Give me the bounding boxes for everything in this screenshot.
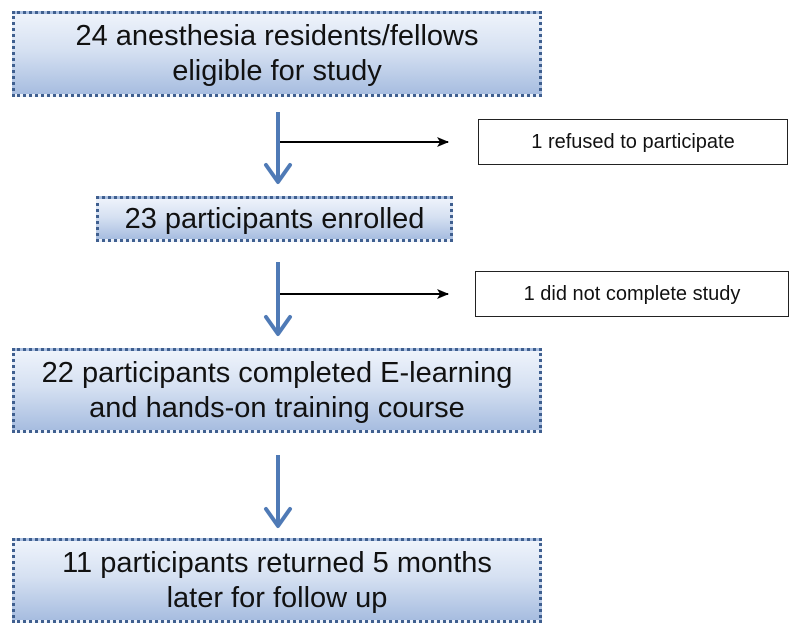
incomplete-label: 1 did not complete study	[523, 282, 741, 305]
followup-box: 11 participants returned 5 months later …	[12, 538, 542, 623]
down-arrow-3	[264, 455, 292, 528]
incomplete-box: 1 did not complete study	[475, 271, 789, 317]
eligible-box: 24 anesthesia residents/fellows eligible…	[12, 11, 542, 97]
completed-line-2: and hands-on training course	[89, 391, 465, 424]
refused-label: 1 refused to participate	[531, 130, 735, 153]
enrolled-label: 23 participants enrolled	[124, 202, 425, 235]
enrolled-box: 23 participants enrolled	[96, 196, 453, 242]
refused-box: 1 refused to participate	[478, 119, 788, 165]
eligible-line-2: eligible for study	[172, 55, 382, 87]
completed-box: 22 participants completed E-learning and…	[12, 348, 542, 433]
down-arrow-2	[264, 262, 292, 336]
followup-line-2: later for follow up	[166, 581, 388, 614]
down-arrow-1	[264, 112, 292, 184]
followup-line-1: 11 participants returned 5 months	[62, 546, 492, 579]
eligible-line-1: 24 anesthesia residents/fellows	[75, 20, 479, 52]
completed-line-1: 22 participants completed E-learning	[41, 356, 513, 389]
